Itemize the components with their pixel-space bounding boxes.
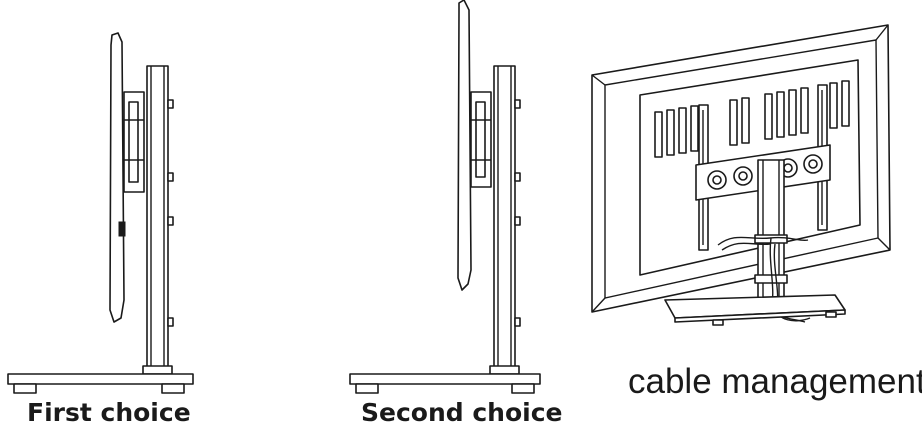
second-choice-caption: Second choice <box>361 398 563 427</box>
base-foot-right <box>825 311 837 318</box>
vent-slots <box>654 80 850 158</box>
tv-panel-side <box>109 32 125 323</box>
tv-panel-side <box>457 0 472 291</box>
base-plate <box>7 373 194 385</box>
base-foot-right <box>161 383 185 394</box>
base-foot-right <box>511 383 535 394</box>
base-foot-left <box>13 383 37 394</box>
cable-management-tv-back-drawing <box>591 24 891 326</box>
stand-column <box>146 65 169 375</box>
first-choice-caption: First choice <box>27 398 191 427</box>
stand-column <box>493 65 516 375</box>
cable-management-caption: cable management <box>628 362 922 401</box>
base-foot-left <box>355 383 379 394</box>
second-choice-stand-drawing <box>349 0 541 394</box>
base-foot-left <box>712 319 724 326</box>
first-choice-stand-drawing <box>7 32 194 394</box>
base-plate <box>349 373 541 385</box>
latch-icon <box>118 221 126 237</box>
